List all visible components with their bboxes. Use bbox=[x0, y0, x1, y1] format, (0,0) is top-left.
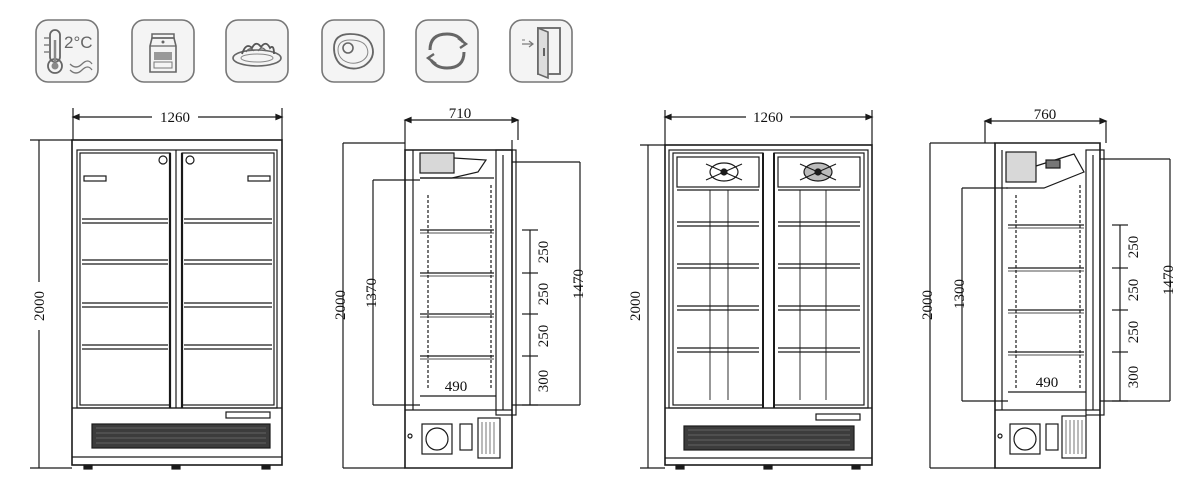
thermometer-icon: 2°C bbox=[34, 18, 100, 84]
side-b-shelf-2-label: 250 bbox=[1126, 279, 1142, 302]
milk-carton-icon bbox=[130, 18, 196, 84]
front-b-width-label: 1260 bbox=[753, 110, 783, 126]
side-b-shelf-3-label: 250 bbox=[1126, 321, 1142, 344]
side-b-height-label: 2000 bbox=[920, 290, 936, 320]
front-a-height-label: 2000 bbox=[32, 291, 48, 321]
side-b-interior-label: 1300 bbox=[952, 279, 968, 309]
side-a-shelf-1-label: 250 bbox=[536, 241, 552, 264]
side-b-shelf-1-label: 250 bbox=[1126, 236, 1142, 259]
front-a-width-label: 1260 bbox=[160, 110, 190, 126]
side-view-b bbox=[929, 117, 1171, 469]
feature-icon-row: 2°C bbox=[34, 18, 594, 90]
side-a-shelf-2-label: 250 bbox=[536, 283, 552, 306]
refresh-cycle-icon bbox=[414, 18, 480, 84]
side-a-span-label: 1470 bbox=[571, 269, 587, 299]
side-a-height-label: 2000 bbox=[333, 290, 349, 320]
side-a-interior-label: 1370 bbox=[364, 278, 380, 308]
side-a-shelf-4-label: 300 bbox=[536, 370, 552, 393]
side-b-span-label: 1470 bbox=[1161, 265, 1177, 295]
side-a-shelf-depth-label: 490 bbox=[445, 379, 468, 395]
side-b-shelf-4-label: 300 bbox=[1126, 366, 1142, 389]
thermometer-label: 2°C bbox=[64, 33, 93, 52]
side-b-shelf-depth-label: 490 bbox=[1036, 375, 1059, 391]
front-view-b bbox=[640, 110, 874, 470]
side-a-shelf-3-label: 250 bbox=[536, 325, 552, 348]
door-open-icon bbox=[508, 18, 574, 84]
front-view-a bbox=[30, 108, 284, 470]
food-plate-icon bbox=[224, 18, 290, 84]
side-view-a bbox=[342, 116, 581, 469]
front-b-height-label: 2000 bbox=[628, 291, 644, 321]
meat-steak-icon bbox=[320, 18, 386, 84]
side-a-depth-label: 710 bbox=[449, 106, 472, 122]
side-b-depth-label: 760 bbox=[1034, 107, 1057, 123]
